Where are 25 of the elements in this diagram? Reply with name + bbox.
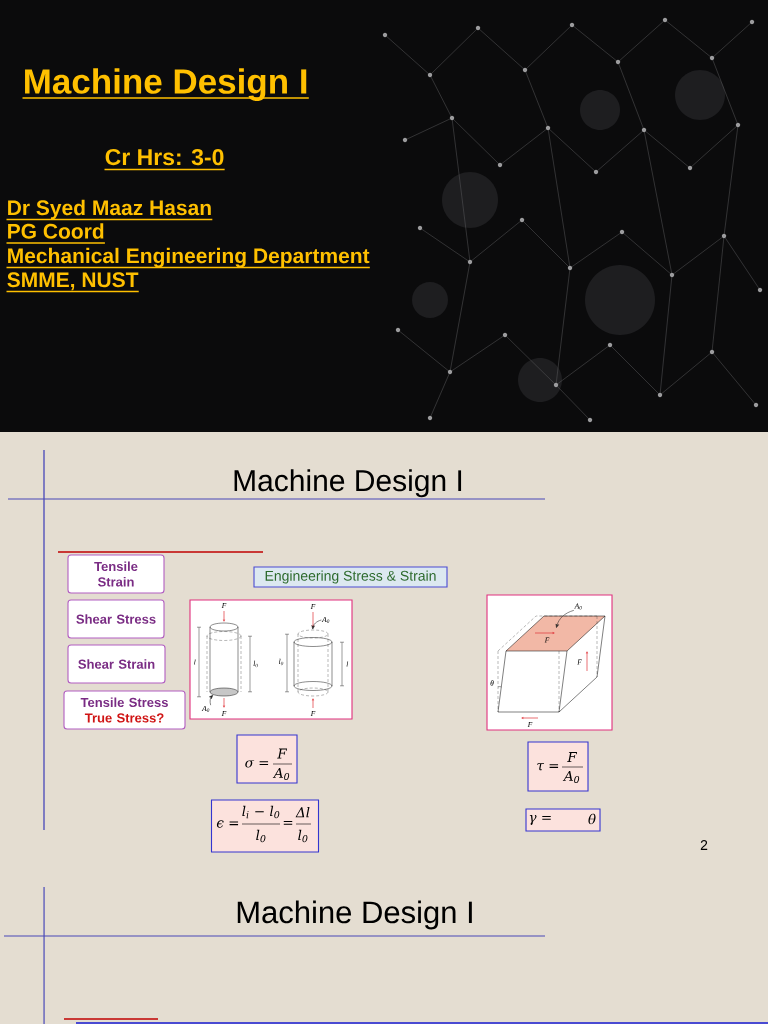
school-name: SMME, NUST [5, 272, 140, 293]
figure-panel [189, 599, 353, 720]
formula-box: τ = F A$_{0}$ [527, 741, 589, 792]
top-face [506, 616, 605, 651]
slide-title: Machine Design I [234, 469, 462, 498]
topic-box: Tensile Stress True Stress? [63, 690, 186, 730]
topic-box: Shear Strain [67, 644, 166, 684]
subtitle-box: Engineering Stress & Strain [253, 566, 448, 588]
author-role: PG Coord [5, 223, 106, 244]
department-name: Mechanical Engineering Department [5, 247, 371, 269]
leader-line [311, 619, 322, 630]
cross-section [297, 629, 329, 639]
credit-hours-text: Cr Hrs: 3-0 [103, 148, 226, 171]
formula-box: γ = θ [525, 808, 601, 832]
course-title: Machine Design I [21, 68, 310, 101]
page-number: 2 [700, 840, 708, 850]
leader-line [555, 610, 575, 628]
formula-box: σ = F A$_{0}$ [236, 734, 298, 784]
topic-box: Tensile Strain [67, 554, 165, 594]
cross-section [209, 687, 239, 697]
leader-line [209, 695, 214, 706]
topic-box: Shear Stress [67, 599, 165, 639]
formula-box: ϵ = l$_{i}$ − l$_{0}$ l$_{0}$ = Δl l$_{0}$ [210, 799, 320, 853]
author-name: Dr Syed Maaz Hasan [5, 199, 213, 221]
slide-title: Machine Design I [237, 900, 472, 930]
